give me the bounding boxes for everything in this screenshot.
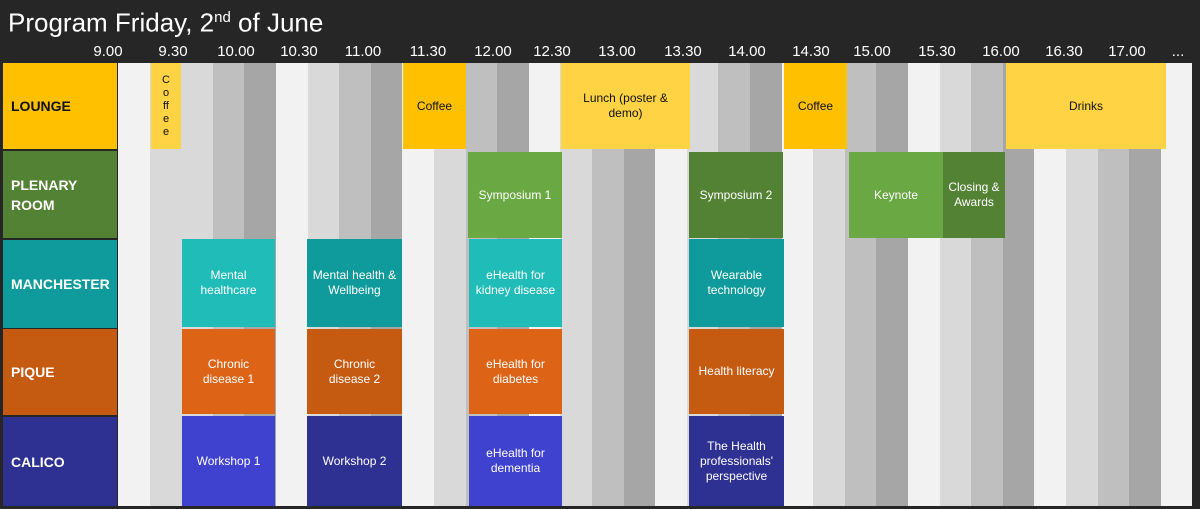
time-label: 9.30 — [158, 43, 188, 60]
session-coffee-2[interactable]: Coffee — [403, 63, 466, 149]
page-title: Program Friday, 2nd of June — [8, 7, 324, 38]
time-slot-stripe — [276, 63, 308, 506]
session-coffee-3[interactable]: Coffee — [784, 63, 847, 149]
time-slot-stripe — [908, 63, 940, 506]
session-ehealth-dementia[interactable]: eHealth for dementia — [469, 416, 562, 506]
session-drinks[interactable]: Drinks — [1006, 63, 1166, 149]
time-label: 10.00 — [217, 43, 255, 60]
room-label-calico: CALICO — [3, 417, 117, 506]
room-label-plenary: PLENARY ROOM — [3, 151, 117, 238]
time-slot-stripe — [118, 63, 150, 506]
time-label: 10.30 — [280, 43, 318, 60]
session-lunch[interactable]: Lunch (poster & demo) — [561, 63, 690, 149]
time-label: 11.30 — [409, 43, 447, 60]
session-wearable-technology[interactable]: Wearable technology — [689, 239, 784, 327]
time-label: 12.00 — [474, 43, 512, 60]
session-mental-health-wellbeing[interactable]: Mental health & Wellbeing — [307, 239, 402, 327]
room-label-pique: PIQUE — [3, 329, 117, 415]
time-slot-stripe — [1161, 63, 1192, 506]
session-chronic-disease-1[interactable]: Chronic disease 1 — [182, 329, 275, 414]
time-label: 15.00 — [853, 43, 891, 60]
time-label: ... — [1171, 43, 1185, 60]
time-slot-stripe — [845, 63, 876, 506]
session-mental-healthcare[interactable]: Mental healthcare — [182, 239, 275, 327]
session-health-professionals[interactable]: The Health professionals' perspective — [689, 416, 784, 506]
session-keynote[interactable]: Keynote — [849, 152, 943, 238]
session-chronic-disease-2[interactable]: Chronic disease 2 — [307, 329, 402, 414]
time-label: 12.30 — [533, 43, 571, 60]
session-workshop-1[interactable]: Workshop 1 — [182, 416, 275, 506]
room-label-lounge: LOUNGE — [3, 63, 117, 149]
time-label: 13.30 — [664, 43, 702, 60]
time-slot-stripe — [940, 63, 971, 506]
time-label: 15.30 — [918, 43, 956, 60]
time-label: 11.00 — [344, 43, 382, 60]
time-label: 16.00 — [982, 43, 1020, 60]
session-ehealth-kidney[interactable]: eHealth for kidney disease — [469, 239, 562, 327]
room-label-manchester: MANCHESTER — [3, 240, 117, 328]
time-label: 9.00 — [93, 43, 123, 60]
session-health-literacy[interactable]: Health literacy — [689, 329, 784, 414]
session-closing-awards[interactable]: Closing & Awards — [943, 152, 1005, 238]
session-ehealth-diabetes[interactable]: eHealth for diabetes — [469, 329, 562, 414]
time-label: 17.00 — [1108, 43, 1146, 60]
session-symposium-1[interactable]: Symposium 1 — [468, 152, 562, 238]
session-workshop-2[interactable]: Workshop 2 — [307, 416, 402, 506]
time-label: 14.00 — [728, 43, 766, 60]
time-label: 16.30 — [1045, 43, 1083, 60]
time-slot-stripe — [876, 63, 908, 506]
session-coffee-1[interactable]: Coffee — [151, 63, 181, 149]
time-slot-stripe — [971, 63, 1003, 506]
time-label: 14.30 — [792, 43, 830, 60]
time-label: 13.00 — [598, 43, 636, 60]
session-symposium-2[interactable]: Symposium 2 — [689, 152, 783, 238]
